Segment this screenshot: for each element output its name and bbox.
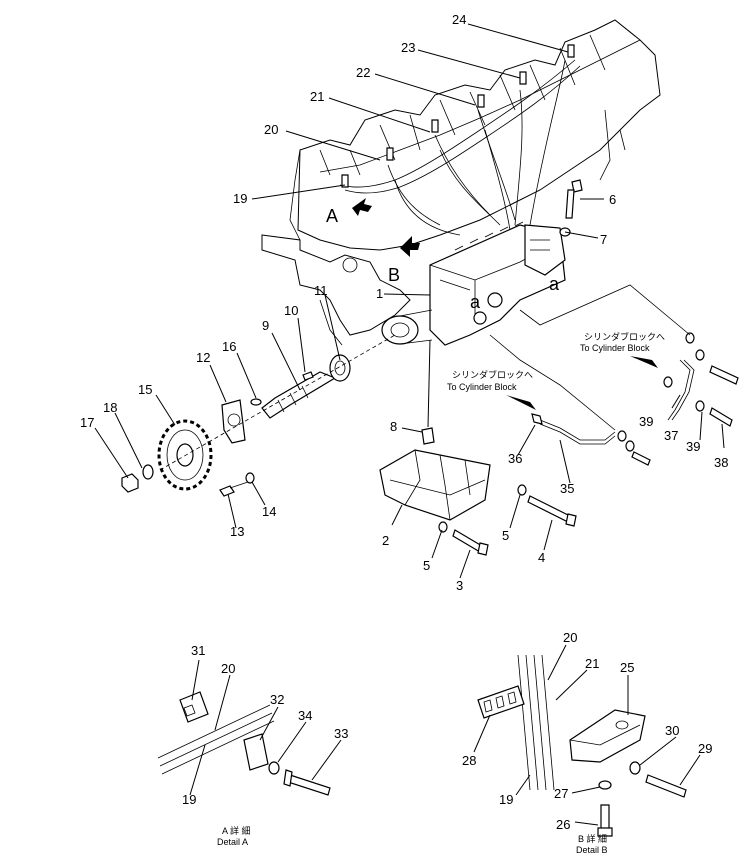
injection-pump: [381, 221, 566, 346]
engine-block: [261, 19, 661, 346]
callout-19a: 19: [233, 191, 247, 206]
detail-b: [473, 644, 701, 837]
callout-37: 37: [664, 428, 678, 443]
callout-20c: 20: [563, 630, 577, 645]
callout-4: 4: [538, 550, 545, 565]
callout-30: 30: [665, 723, 679, 738]
caption-detail-a-jp: A 詳 細: [222, 825, 251, 836]
detail-captions: A 詳 細 Detail A B 詳 細 Detail B: [217, 825, 608, 855]
lubrication-line-group: [489, 284, 739, 466]
callout-39b: 39: [686, 439, 700, 454]
callout-14: 14: [262, 504, 276, 519]
direction-arrows: [352, 198, 420, 257]
note-cylinder-block-jp-left: シリンダブロックへ: [452, 369, 533, 380]
bolt-6-washer-7: [559, 179, 583, 237]
gear-15: [157, 419, 213, 491]
callout-15: 15: [138, 382, 152, 397]
letter-b-view: B: [388, 265, 400, 285]
callout-5a: 5: [423, 558, 430, 573]
callout-26: 26: [556, 817, 570, 832]
callout-12: 12: [196, 350, 210, 365]
letter-a-view: A: [326, 206, 338, 226]
callout-27: 27: [554, 786, 568, 801]
callout-36: 36: [508, 451, 522, 466]
callout-32: 32: [270, 692, 284, 707]
note-cylinder-block-en-left: To Cylinder Block: [447, 382, 517, 392]
leader-lines: [94, 23, 725, 579]
pump-bracket-group: [379, 427, 577, 556]
callout-31: 31: [191, 643, 205, 658]
callout-9: 9: [262, 318, 269, 333]
callout-11: 11: [314, 283, 328, 298]
callout-labels: 1 2 3 4 5 5 6 7 8 9 10 11 12 13 14 15 16…: [80, 12, 728, 832]
callout-21a: 21: [310, 89, 324, 104]
caption-detail-a-en: Detail A: [217, 837, 248, 847]
callout-3: 3: [456, 578, 463, 593]
callout-13: 13: [230, 524, 244, 539]
callout-35: 35: [560, 481, 574, 496]
callout-39a: 39: [639, 414, 653, 429]
callout-22: 22: [356, 65, 370, 80]
callout-5b: 5: [502, 528, 509, 543]
callout-38: 38: [714, 455, 728, 470]
callout-20b: 20: [221, 661, 235, 676]
callout-1: 1: [376, 286, 383, 301]
caption-detail-b-en: Detail B: [576, 845, 608, 855]
caption-detail-b-jp: B 詳 細: [578, 833, 607, 844]
callout-10: 10: [284, 303, 298, 318]
callout-16: 16: [222, 339, 236, 354]
callout-17: 17: [80, 415, 94, 430]
callout-20a: 20: [264, 122, 278, 137]
cylinder-block-notes: シリンダブロックへ To Cylinder Block シリンダブロックへ To…: [447, 331, 665, 392]
callout-2: 2: [382, 533, 389, 548]
callout-28: 28: [462, 753, 476, 768]
callout-29: 29: [698, 741, 712, 756]
view-letters: A B a a: [326, 206, 560, 312]
callout-6: 6: [609, 192, 616, 207]
drive-gear-group: [121, 334, 396, 497]
callout-7: 7: [600, 232, 607, 247]
callout-19b: 19: [182, 792, 196, 807]
callout-23: 23: [401, 40, 415, 55]
callout-33: 33: [334, 726, 348, 741]
callout-8: 8: [390, 419, 397, 434]
callout-19c: 19: [499, 792, 513, 807]
callout-18: 18: [103, 400, 117, 415]
letter-a-small-2: a: [549, 274, 560, 294]
callout-25: 25: [620, 660, 634, 675]
detail-a: [157, 659, 342, 796]
callout-24: 24: [452, 12, 466, 27]
callout-21b: 21: [585, 656, 599, 671]
note-cylinder-block-en-right: To Cylinder Block: [580, 343, 650, 353]
note-cylinder-block-jp-right: シリンダブロックへ: [584, 331, 665, 342]
callout-34: 34: [298, 708, 312, 723]
letter-a-small-1: a: [470, 292, 481, 312]
